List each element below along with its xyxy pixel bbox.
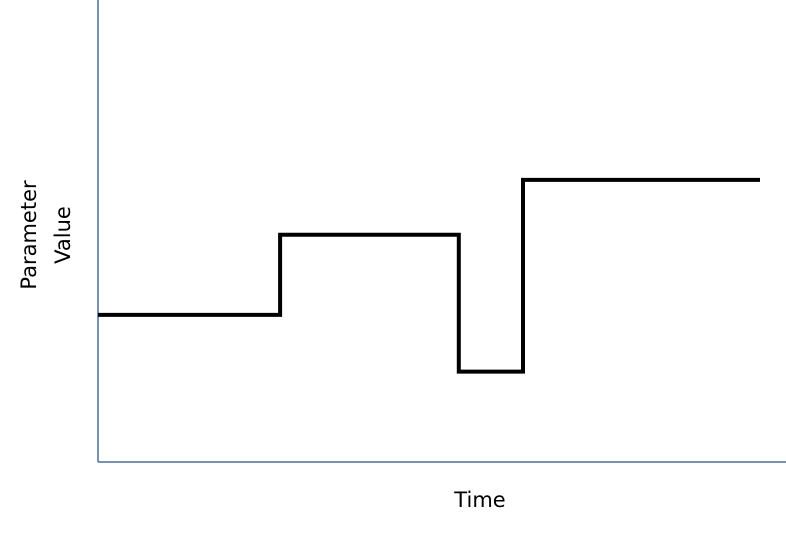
series-line-0 (98, 177, 760, 374)
x-axis-title: Time (453, 488, 505, 512)
y-axis-title-line-2: Value (51, 206, 75, 264)
y-axis-title: Parameter Value (17, 180, 75, 290)
plot-area (97, 0, 786, 463)
y-axis-title-line-1: Parameter (17, 180, 41, 290)
